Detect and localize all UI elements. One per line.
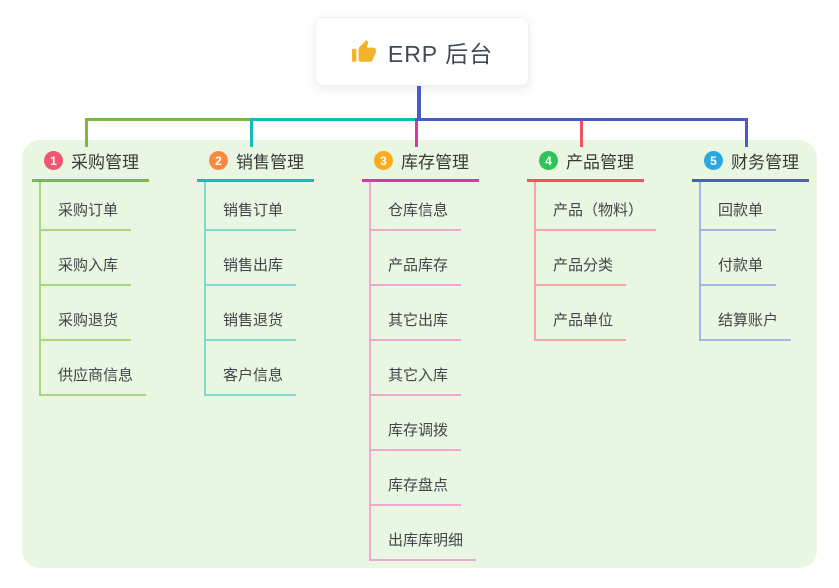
child-node-label: 付款单 <box>701 254 777 286</box>
child-node-label: 供应商信息 <box>41 364 147 396</box>
branch-node[interactable]: 5 财务管理 <box>692 148 809 182</box>
branch-children: 仓库信息产品库存其它出库其它入库库存调拨库存盘点出库库明细 <box>369 182 477 561</box>
child-node[interactable]: 库存盘点 <box>371 451 476 506</box>
child-node-label: 库存盘点 <box>371 474 462 506</box>
child-node-label: 销售退货 <box>206 309 297 341</box>
branch-number-badge: 5 <box>704 151 723 170</box>
child-node-label: 销售出库 <box>206 254 297 286</box>
branch-node[interactable]: 2 销售管理 <box>197 148 314 182</box>
branch-drop-line <box>744 118 748 147</box>
root-node-label: ERP 后台 <box>387 40 494 67</box>
branch-drop-line <box>414 118 418 147</box>
branch-node[interactable]: 1 采购管理 <box>32 148 149 182</box>
rail-segment-line <box>84 118 250 121</box>
child-node[interactable]: 销售退货 <box>206 286 297 341</box>
branches-panel <box>22 140 817 568</box>
child-node[interactable]: 回款单 <box>701 182 791 231</box>
child-node[interactable]: 供应商信息 <box>41 341 147 396</box>
branch-label: 销售管理 <box>236 153 304 172</box>
branch-number-badge: 1 <box>44 151 63 170</box>
branch-children: 销售订单销售出库销售退货客户信息 <box>204 182 297 396</box>
child-node-label: 出库库明细 <box>371 529 477 561</box>
child-node[interactable]: 产品库存 <box>371 231 476 286</box>
child-node[interactable]: 仓库信息 <box>371 182 476 231</box>
branch-label: 产品管理 <box>566 153 634 172</box>
branch-column-1: 1 采购管理 采购订单采购入库采购退货供应商信息 <box>32 148 149 396</box>
child-node[interactable]: 销售订单 <box>206 182 297 231</box>
child-node-label: 产品库存 <box>371 254 462 286</box>
branch-column-3: 3 库存管理 仓库信息产品库存其它出库其它入库库存调拨库存盘点出库库明细 <box>362 148 479 561</box>
branch-column-2: 2 销售管理 销售订单销售出库销售退货客户信息 <box>197 148 314 396</box>
child-node-label: 产品（物料） <box>536 199 657 231</box>
child-node-label: 回款单 <box>701 199 777 231</box>
child-node-label: 采购订单 <box>41 199 132 231</box>
branch-label: 财务管理 <box>731 153 799 172</box>
child-node[interactable]: 结算账户 <box>701 286 792 341</box>
child-node-label: 库存调拨 <box>371 419 462 451</box>
branch-children: 产品（物料） 产品分类产品单位 <box>534 182 657 341</box>
branch-children: 采购订单采购入库采购退货供应商信息 <box>39 182 147 396</box>
branch-drop-line <box>84 118 88 147</box>
child-node[interactable]: 付款单 <box>701 231 791 286</box>
child-node[interactable]: 其它入库 <box>371 341 476 396</box>
branch-number-badge: 3 <box>374 151 393 170</box>
child-node-label: 仓库信息 <box>371 199 462 231</box>
child-node[interactable]: 客户信息 <box>206 341 297 396</box>
root-node[interactable]: ERP 后台 <box>315 17 529 86</box>
branch-node[interactable]: 4 产品管理 <box>527 148 644 182</box>
child-node-label: 采购退货 <box>41 309 132 341</box>
branch-label: 采购管理 <box>71 153 139 172</box>
child-node[interactable]: 销售出库 <box>206 231 297 286</box>
branch-drop-line <box>579 118 583 147</box>
child-node-label: 其它出库 <box>371 309 462 341</box>
child-node[interactable]: 产品（物料） <box>536 182 657 231</box>
branch-drop-line <box>249 118 253 147</box>
child-node[interactable]: 采购退货 <box>41 286 146 341</box>
child-node-label: 客户信息 <box>206 364 297 396</box>
child-node-label: 采购入库 <box>41 254 132 286</box>
branch-children: 回款单付款单结算账户 <box>699 182 792 341</box>
child-node[interactable]: 采购订单 <box>41 182 146 231</box>
root-connector-line <box>417 84 421 121</box>
child-node[interactable]: 采购入库 <box>41 231 146 286</box>
child-node-label: 销售订单 <box>206 199 297 231</box>
branch-number-badge: 4 <box>539 151 558 170</box>
child-node-label: 产品单位 <box>536 309 627 341</box>
child-node-label: 其它入库 <box>371 364 462 396</box>
child-node[interactable]: 产品分类 <box>536 231 656 286</box>
child-node-label: 产品分类 <box>536 254 627 286</box>
branch-column-5: 5 财务管理 回款单付款单结算账户 <box>692 148 809 341</box>
child-node[interactable]: 出库库明细 <box>371 506 477 561</box>
branch-number-badge: 2 <box>209 151 228 170</box>
branch-column-4: 4 产品管理 产品（物料） 产品分类产品单位 <box>527 148 657 341</box>
child-node[interactable]: 库存调拨 <box>371 396 476 451</box>
rail-segment-line <box>249 118 415 121</box>
branch-node[interactable]: 3 库存管理 <box>362 148 479 182</box>
rail-segment-line <box>414 118 748 121</box>
child-node[interactable]: 产品单位 <box>536 286 656 341</box>
branch-label: 库存管理 <box>401 153 469 172</box>
thumbs-up-icon <box>351 39 376 62</box>
child-node-label: 结算账户 <box>701 309 792 341</box>
child-node[interactable]: 其它出库 <box>371 286 476 341</box>
